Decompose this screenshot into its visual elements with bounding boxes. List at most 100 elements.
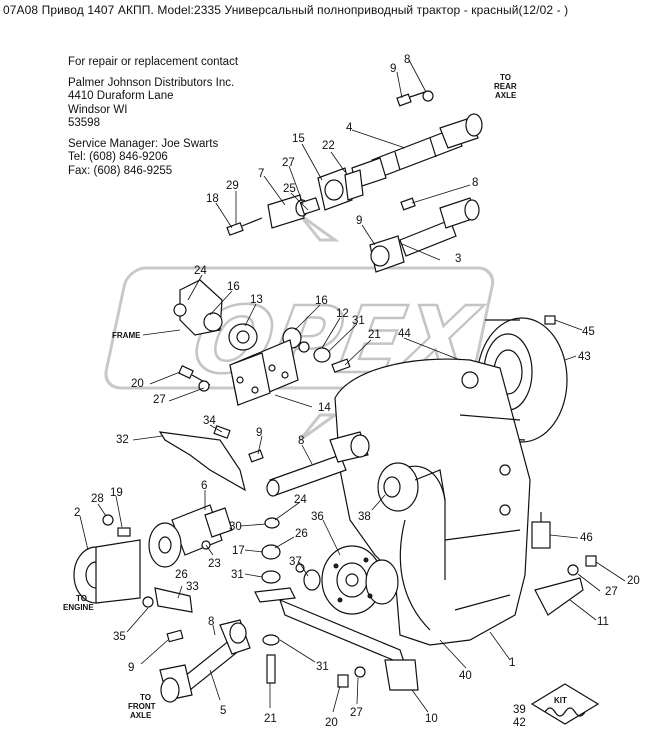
frame-mount-parts: [173, 279, 351, 373]
callout: 27: [153, 394, 166, 406]
callout: 9: [256, 427, 262, 439]
callout: 28: [91, 493, 104, 505]
callout: 22: [322, 140, 335, 152]
callout: 10: [425, 713, 438, 725]
callout: 45: [582, 326, 595, 338]
callout: 25: [283, 183, 296, 195]
callout: 39: [513, 704, 526, 716]
callout: 46: [580, 532, 593, 544]
leader-lines: [79, 59, 626, 713]
contact-fax: Fax: (608) 846-9255: [68, 164, 173, 177]
callout: 37: [289, 556, 302, 568]
contact-city: Windsor WI: [68, 103, 128, 116]
callout: 21: [264, 713, 277, 725]
kit-label: KIT: [554, 696, 567, 705]
contact-manager: Service Manager: Joe Swarts: [68, 137, 219, 150]
contact-company: Palmer Johnson Distributors Inc.: [68, 76, 235, 89]
contact-zip: 53598: [68, 117, 100, 129]
callout: 32: [116, 434, 129, 446]
callout: 27: [350, 707, 363, 719]
callout: 7: [258, 168, 264, 180]
to-rear-axle-3: AXLE: [495, 91, 517, 100]
flange-2: [73, 539, 141, 604]
callout: 26: [175, 569, 188, 581]
callout: 8: [404, 54, 410, 66]
bolt-20-top: [178, 365, 211, 392]
callout: 43: [578, 351, 591, 363]
callout: 11: [597, 616, 609, 628]
to-front-axle-1: TO: [140, 693, 151, 702]
callout: 9: [356, 215, 362, 227]
bolt-20-bottom: [337, 666, 366, 688]
callout: 18: [206, 193, 219, 205]
callout: 9: [128, 662, 134, 674]
to-engine-2: ENGINE: [63, 603, 94, 612]
callout-numbers: 8 9 4 15 22 27 7 25 29 18 8 9 3 24 16 13…: [74, 54, 640, 729]
callout: 23: [208, 558, 221, 570]
callout: 20: [627, 575, 640, 587]
callout: 8: [208, 616, 214, 628]
to-engine-1: TO: [76, 594, 87, 603]
contact-address: 4410 Duraform Lane: [68, 90, 174, 102]
contact-block: For repair or replacement contact Palmer…: [68, 56, 238, 178]
bolt-27-20-right: [567, 555, 597, 576]
drive-shaft-rear: [351, 113, 483, 189]
ujoint-8-9-mid: [248, 431, 370, 497]
callout: 31: [352, 315, 365, 327]
callout: 36: [311, 511, 324, 523]
callout: 24: [194, 265, 207, 277]
callout: 13: [250, 294, 263, 306]
bolt-18: [226, 217, 263, 236]
ujoint-8-9-top: [396, 90, 434, 107]
callout: 3: [455, 253, 461, 265]
bearing-housing: [317, 167, 364, 211]
callout: 20: [131, 378, 144, 390]
bracket-14: [229, 339, 299, 406]
contact-tel: Tel: (608) 846-9206: [68, 151, 168, 163]
callout: 38: [358, 511, 371, 523]
callout: 40: [459, 670, 472, 682]
output-flange-36: [321, 545, 399, 615]
dipstick-46: [531, 512, 551, 549]
callout: 27: [605, 586, 618, 598]
filter-38: [377, 462, 446, 512]
callout: 24: [294, 494, 307, 506]
to-front-axle-3: AXLE: [130, 711, 152, 720]
kit-icon: KIT: [530, 683, 600, 725]
callout: 19: [110, 487, 123, 499]
captions: TO REAR AXLE FRAME TO ENGINE TO FRONT AX…: [63, 73, 517, 720]
callout: 17: [232, 545, 245, 557]
callout: 31: [316, 661, 329, 673]
callout: 15: [292, 133, 305, 145]
bolt-28-19: [102, 514, 131, 537]
callout: 5: [220, 705, 226, 717]
callout: 42: [513, 717, 526, 729]
callout: 34: [203, 415, 216, 427]
callout: 33: [186, 581, 199, 593]
callout: 35: [113, 631, 126, 643]
callout: 21: [368, 329, 381, 341]
to-rear-axle-2: REAR: [494, 82, 517, 91]
callout: 1: [509, 657, 515, 669]
callout: 4: [346, 122, 353, 134]
contact-heading: For repair or replacement contact: [68, 56, 239, 68]
callout: 8: [472, 177, 478, 189]
callout: 20: [325, 717, 338, 729]
frame-caption: FRAME: [112, 331, 141, 340]
callout: 30: [229, 521, 242, 533]
mount-stack-17-30: [254, 517, 296, 684]
page-title: 07A08 Привод 1407 АКПП. Model:2335 Униве…: [3, 3, 569, 17]
callout: 2: [74, 507, 80, 519]
callout: 9: [390, 63, 396, 75]
callout: 6: [201, 480, 207, 492]
callout: 12: [336, 308, 349, 320]
callout: 27: [282, 157, 295, 169]
callout: 29: [226, 180, 239, 192]
yoke-7: [267, 194, 321, 229]
to-rear-axle-1: TO: [500, 73, 511, 82]
callout: 16: [315, 295, 328, 307]
callout: 14: [318, 402, 331, 414]
callout: 31: [231, 569, 244, 581]
bracket-10-11: [279, 577, 584, 691]
